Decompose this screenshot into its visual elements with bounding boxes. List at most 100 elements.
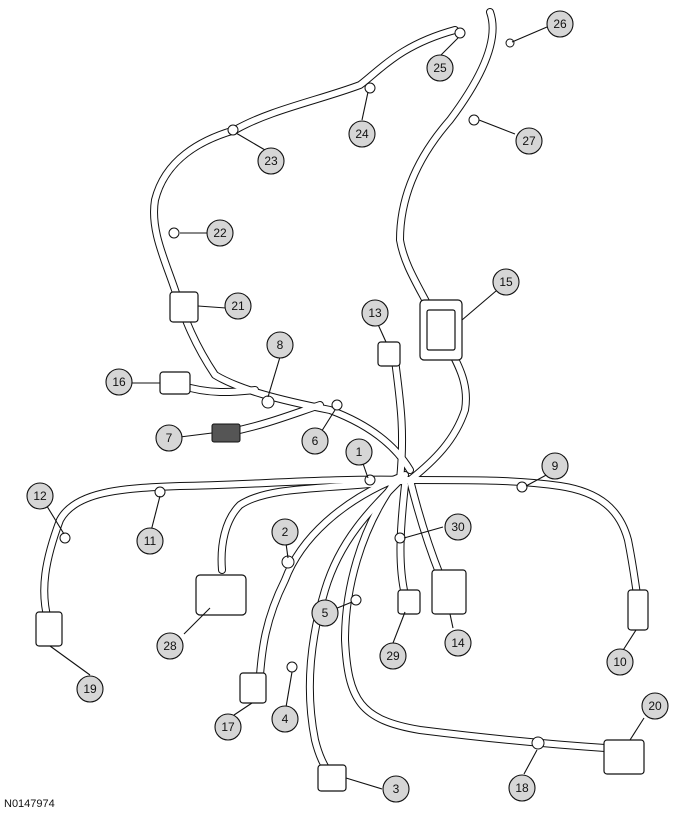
connector-16 — [159, 371, 191, 395]
callout-8: 8 — [266, 331, 294, 359]
callout-4-circle — [271, 705, 299, 733]
callout-26-label: 26 — [553, 17, 567, 31]
callout-18-label: 18 — [515, 781, 529, 795]
callout-1: 1 — [345, 438, 373, 466]
callout-23: 23 — [257, 147, 285, 175]
callout-25-label: 25 — [433, 61, 447, 75]
callout-12-label: 12 — [33, 489, 47, 503]
callout-28: 28 — [156, 632, 184, 660]
callout-8-label: 8 — [277, 338, 284, 352]
callout-17: 17 — [214, 713, 242, 741]
callout-7-label: 7 — [166, 431, 173, 445]
callout-1-circle — [345, 438, 373, 466]
callout-17-label: 17 — [221, 720, 235, 734]
callout-8-circle — [266, 331, 294, 359]
callout-17-circle — [214, 713, 242, 741]
callout-19-circle — [76, 675, 104, 703]
clip-25 — [454, 27, 466, 39]
connector-28 — [195, 574, 247, 616]
callout-15-label: 15 — [499, 275, 513, 289]
callout-23-label: 23 — [264, 154, 278, 168]
callout-2-label: 2 — [282, 525, 289, 539]
clip-27 — [468, 114, 480, 126]
callout-1-label: 1 — [356, 445, 363, 459]
callout-4: 4 — [271, 705, 299, 733]
clip-4 — [286, 661, 298, 673]
callout-20: 20 — [641, 692, 669, 720]
callout-7-circle — [155, 424, 183, 452]
callout-13-circle — [361, 299, 389, 327]
harness-wires — [40, 8, 642, 779]
callout-12-circle — [26, 482, 54, 510]
clip-24 — [364, 82, 376, 94]
callout-12: 12 — [26, 482, 54, 510]
callout-9-circle — [541, 452, 569, 480]
clip-9 — [516, 481, 528, 493]
callout-26: 26 — [546, 10, 574, 38]
callout-10-label: 10 — [613, 655, 627, 669]
callout-14: 14 — [444, 629, 472, 657]
figure-id: N0147974 — [4, 798, 55, 810]
connector-19 — [35, 611, 63, 647]
callout-9: 9 — [541, 452, 569, 480]
callout-14-circle — [444, 629, 472, 657]
callout-19-label: 19 — [83, 682, 97, 696]
callout-10: 10 — [606, 648, 634, 676]
clip-22 — [168, 227, 180, 239]
connectors — [35, 27, 649, 792]
callout-13: 13 — [361, 299, 389, 327]
callout-19: 19 — [76, 675, 104, 703]
callout-11-label: 11 — [144, 534, 157, 548]
callout-29-circle — [379, 642, 407, 670]
connector-13 — [377, 341, 401, 367]
connector-21 — [169, 291, 199, 323]
callout-5: 5 — [311, 599, 339, 627]
callout-5-label: 5 — [322, 606, 329, 620]
leader-lines — [44, 26, 645, 790]
callout-29: 29 — [379, 642, 407, 670]
clip-5 — [350, 594, 362, 606]
connector-17 — [239, 672, 267, 704]
callout-16: 16 — [105, 368, 133, 396]
clip-18 — [531, 736, 545, 750]
callout-7: 7 — [155, 424, 183, 452]
clip-1 — [364, 474, 376, 486]
callout-18: 18 — [508, 774, 536, 802]
callout-22: 22 — [206, 219, 234, 247]
connector-3 — [317, 764, 347, 792]
callout-16-circle — [105, 368, 133, 396]
clip-8 — [261, 395, 275, 409]
callout-28-label: 28 — [163, 639, 177, 653]
clip-26 — [505, 38, 515, 48]
connector-15-face — [426, 309, 456, 351]
connector-29 — [397, 589, 421, 615]
harness-wires-fill — [41, 9, 641, 778]
callout-11: 11 — [136, 527, 164, 555]
callout-bubbles: 1234567891011121314151617181920212223242… — [26, 10, 669, 803]
clip-12 — [59, 532, 71, 544]
callout-4-label: 4 — [282, 712, 289, 726]
clip-11 — [154, 486, 166, 498]
callout-28-circle — [156, 632, 184, 660]
callout-20-circle — [641, 692, 669, 720]
callout-25: 25 — [426, 54, 454, 82]
callout-21: 21 — [224, 292, 252, 320]
connector-20 — [603, 739, 645, 775]
callout-27-circle — [515, 127, 543, 155]
callout-15-circle — [492, 268, 520, 296]
callout-30: 30 — [444, 513, 472, 541]
callout-13-label: 13 — [368, 306, 382, 320]
callout-21-circle — [224, 292, 252, 320]
callout-3-circle — [382, 775, 410, 803]
callout-24-circle — [348, 120, 376, 148]
callout-24: 24 — [348, 120, 376, 148]
callout-20-label: 20 — [648, 699, 662, 713]
callout-11-circle — [136, 527, 164, 555]
callout-6-circle — [301, 427, 329, 455]
callout-9-label: 9 — [552, 459, 559, 473]
callout-30-circle — [444, 513, 472, 541]
callout-2-circle — [271, 518, 299, 546]
callout-25-circle — [426, 54, 454, 82]
clip-30 — [394, 532, 406, 544]
